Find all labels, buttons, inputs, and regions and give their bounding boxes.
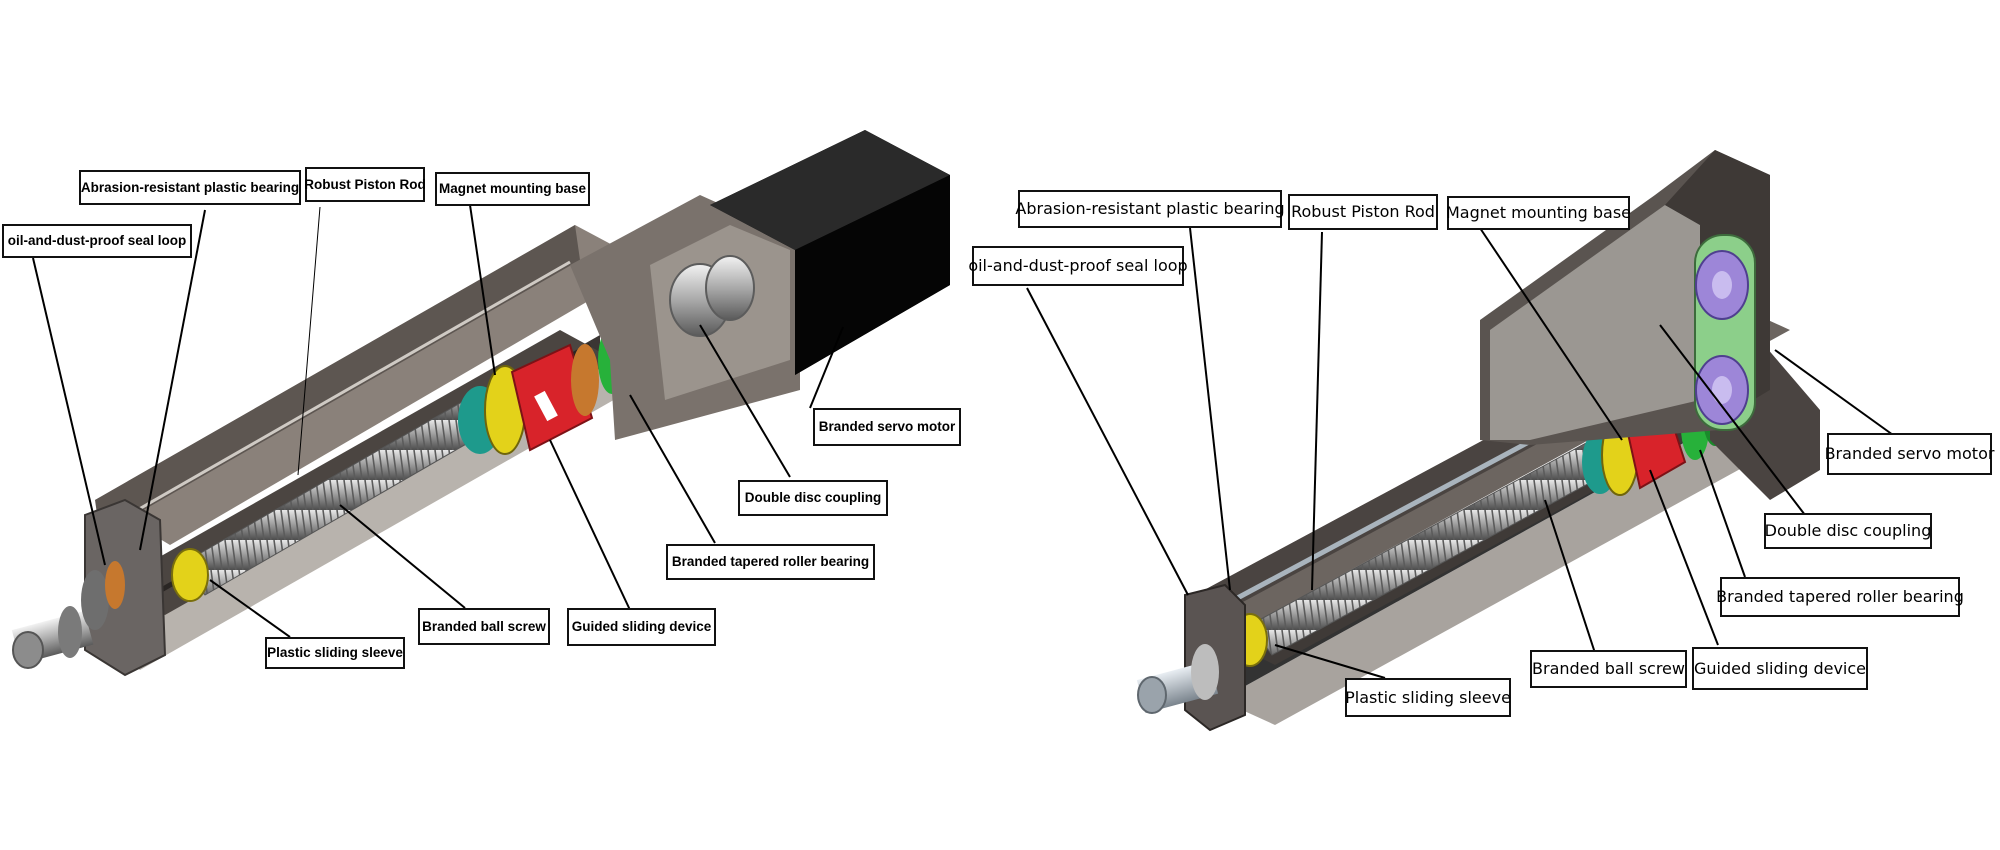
label-servo-motor-right: Branded servo motor — [1825, 433, 1994, 475]
label-servo-motor-left: Branded servo motor — [813, 408, 961, 446]
left-sliding-sleeve — [171, 548, 209, 602]
label-sliding-device-right: Guided sliding device — [1692, 647, 1868, 690]
label-ball-screw-right: Branded ball screw — [1530, 650, 1687, 688]
leader-lines — [32, 204, 1901, 679]
label-piston-rod-left: Robust Piston Rod — [304, 167, 426, 202]
label-roller-bearing-left: Branded tapered roller bearing — [666, 544, 875, 580]
label-piston-rod-right: Robust Piston Rod — [1288, 194, 1438, 230]
label-disc-coupling-left: Double disc coupling — [738, 480, 888, 516]
label-roller-bearing-right: Branded tapered roller bearing — [1716, 577, 1964, 617]
label-sliding-sleeve-right: Plastic sliding sleeve — [1345, 678, 1511, 717]
label-sliding-sleeve-left: Plastic sliding sleeve — [265, 637, 405, 669]
label-magnet-base-left: Magnet mounting base — [435, 172, 590, 206]
label-seal-loop-right: oil-and-dust-proof seal loop — [968, 246, 1188, 286]
label-plastic-bearing-right: Abrasion-resistant plastic bearing — [1015, 190, 1285, 228]
left-actuator — [11, 130, 950, 677]
label-sliding-device-left: Guided sliding device — [567, 608, 716, 646]
label-plastic-bearing-left: Abrasion-resistant plastic bearing — [79, 170, 301, 205]
right-actuator — [1136, 150, 1820, 732]
left-housing-top — [95, 225, 650, 545]
label-magnet-base-right: Magnet mounting base — [1446, 196, 1631, 230]
right-housing-bottom — [1220, 395, 1820, 725]
left-housing-wall — [95, 225, 580, 535]
label-seal-loop-left: oil-and-dust-proof seal loop — [2, 224, 192, 258]
label-disc-coupling-right: Double disc coupling — [1764, 513, 1932, 549]
label-ball-screw-left: Branded ball screw — [418, 608, 550, 645]
